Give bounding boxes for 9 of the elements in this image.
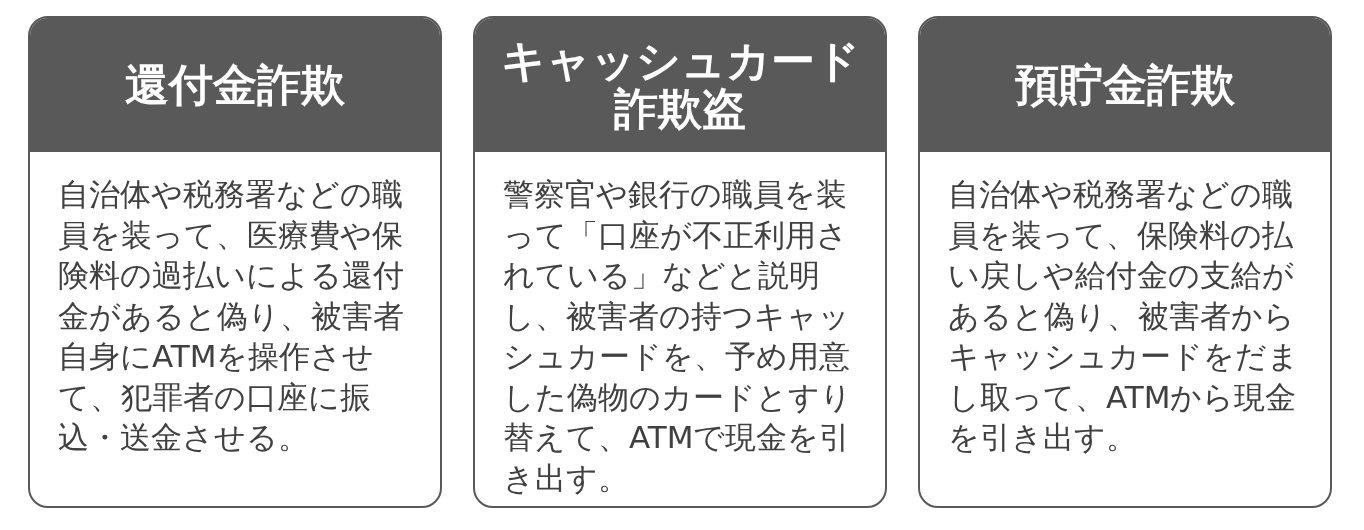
- card: [473, 16, 887, 508]
- card-heading: キャッシュカード詐欺盗: [500, 37, 860, 133]
- card-heading: 還付金詐欺: [125, 61, 345, 109]
- card: [28, 16, 442, 508]
- card: [918, 16, 1332, 508]
- card-text: 自治体や税務署などの職員を装って、保険料の払い戻しや給付金の支給があると偽り、被害者からキャッシュカードをだまし取って、ATMから現金を引き出す。: [948, 175, 1300, 457]
- card-heading: 預貯金詐欺: [1015, 61, 1235, 109]
- card-text: 警察官や銀行の職員を装って「口座が不正利用されている」などと説明し、被害者の持つキャッシュカードを、予め用意した偽物のカードとすり替えて、ATMで現金を引き出す。: [503, 175, 853, 498]
- card-text: 自治体や税務署などの職員を装って、医療費や保険料の過払いによる還付金があると偽り、被害者自身にATMを操作させて、犯罪者の口座に振込・送金させる。: [58, 175, 405, 457]
